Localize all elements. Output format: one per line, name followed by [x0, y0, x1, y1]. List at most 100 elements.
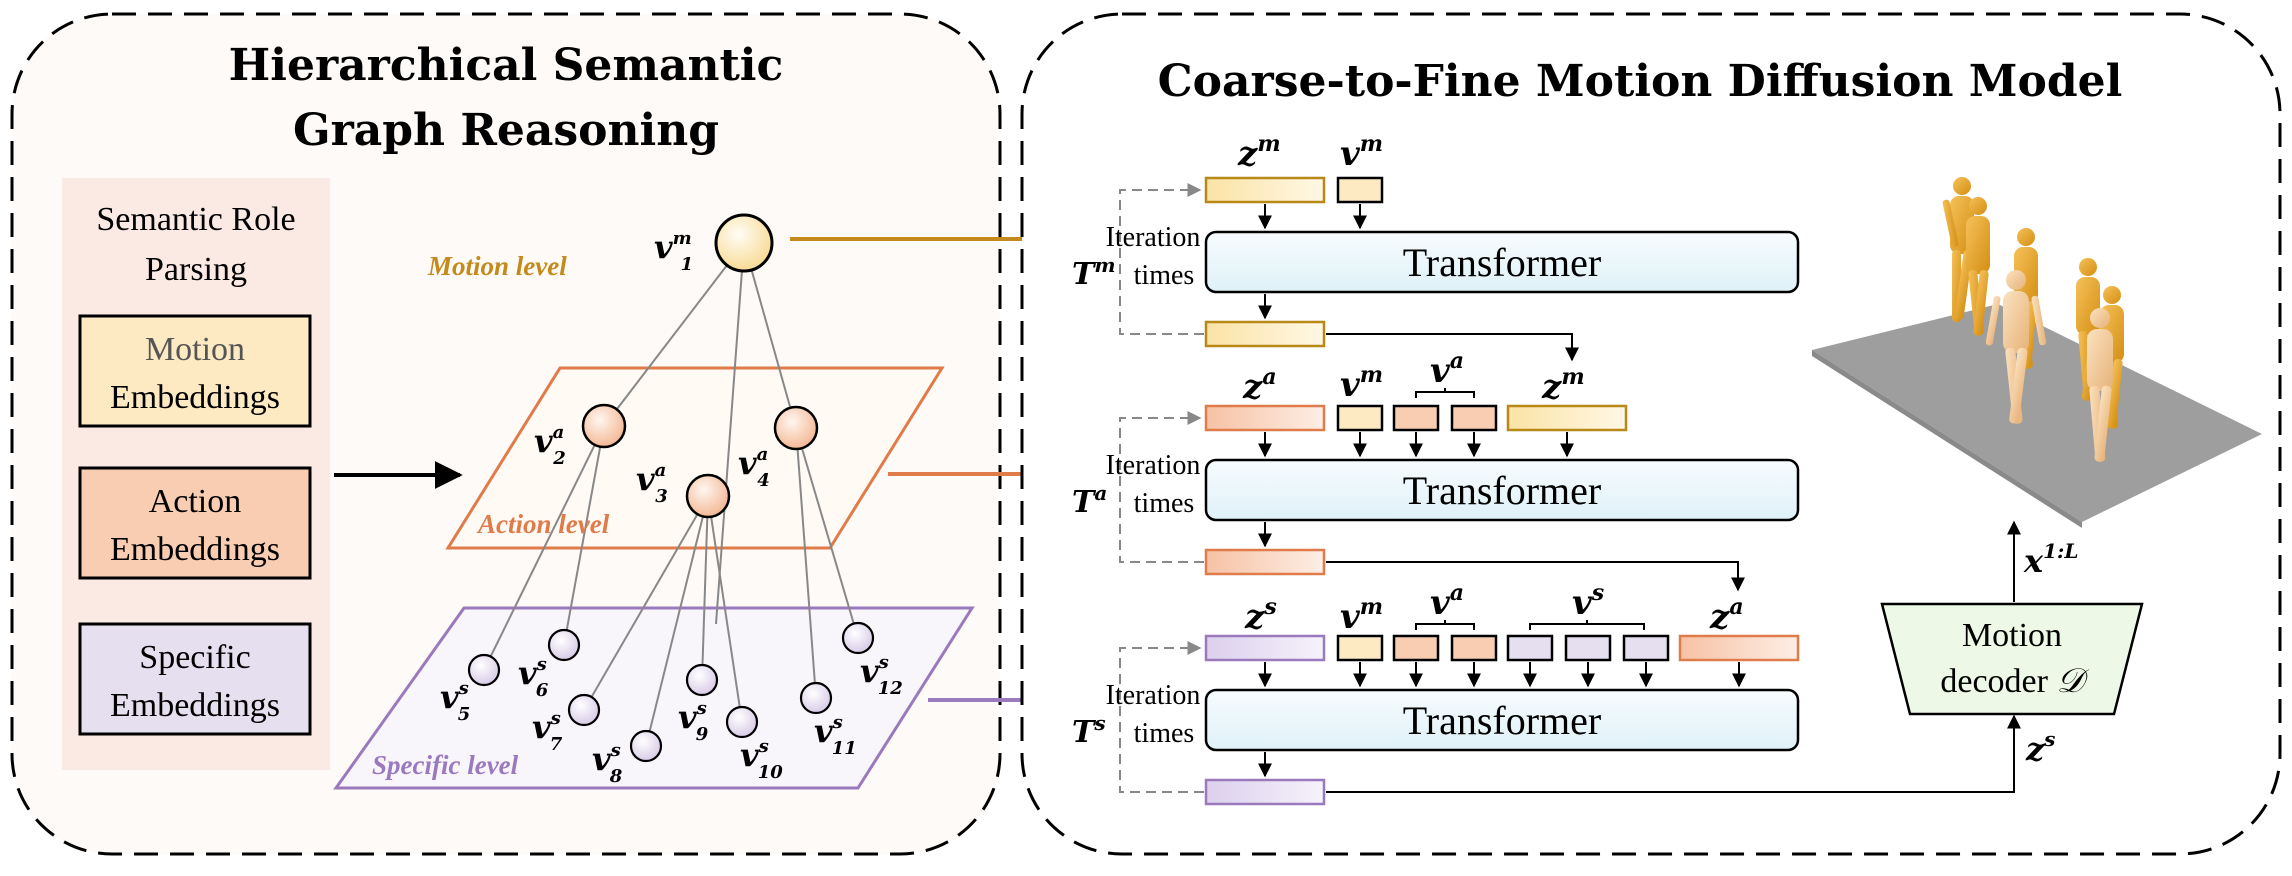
- node-v10-specific: [725, 705, 759, 739]
- z-s-token: [1204, 634, 1326, 662]
- motion-iteration-word: Iteration: [1106, 222, 1201, 253]
- motion-decoder: [1880, 602, 2144, 716]
- action-iteration-times: times: [1134, 488, 1195, 519]
- node-v1-motion: [714, 213, 774, 273]
- action-embeddings-box: Action Embeddings: [78, 466, 312, 580]
- z-a-token-3: [1678, 634, 1800, 662]
- motion-level-label: Motion level: [427, 251, 567, 281]
- z-a-to-stage3-arrow: [1326, 561, 1745, 592]
- z-s-output-token: [1204, 778, 1326, 806]
- action-iteration-loop: [1119, 411, 1204, 563]
- transformer-action: [1204, 458, 1800, 522]
- graph-edges: [483, 242, 859, 747]
- v-s-brace-3: [1529, 620, 1645, 630]
- motion-decoder-line1: Motion: [1962, 617, 2062, 654]
- node-v12-specific: [841, 621, 875, 655]
- action-embeddings-line1: Action: [149, 483, 242, 520]
- v-a-token-3a: [1392, 634, 1440, 662]
- z-m-output-token: [1204, 320, 1326, 348]
- z-s-to-decoder-arrow: [1326, 714, 2021, 793]
- motion-embeddings-box: Motion Embeddings: [78, 314, 312, 428]
- parsing-title-line2: Parsing: [145, 251, 247, 288]
- motion-iteration-times: times: [1134, 260, 1195, 291]
- v-s-token-3c: [1622, 634, 1670, 662]
- decoder-input-label: zs: [2025, 727, 2055, 768]
- v-m-token-3: [1336, 634, 1384, 662]
- z-m-to-stage2-arrow: [1326, 333, 1579, 362]
- right-panel-title: Coarse-to-Fine Motion Diffusion Model: [1158, 56, 2123, 107]
- z-a-output-token: [1204, 548, 1326, 576]
- motion-iteration-loop: [1119, 183, 1204, 335]
- walking-figure-gold-1: [1942, 177, 1974, 322]
- stage-action: za vm va zm Transformer Iteration Ta tim…: [1072, 348, 1800, 592]
- v-a-token-2b: [1450, 404, 1498, 432]
- motion-iteration-T: Tm: [1072, 253, 1116, 292]
- motion-embeddings-line1: Motion: [145, 331, 245, 368]
- stage-motion: zm vm Transformer Iteration Tm times: [1072, 131, 1800, 362]
- motion-decoder-line2: decoder 𝒟: [1940, 663, 2089, 700]
- transformer-motion-label: Transformer: [1403, 240, 1602, 285]
- z-a-label: za: [1242, 364, 1277, 407]
- v-m-label-3: vm: [1340, 594, 1383, 637]
- z-s-label: zs: [1244, 594, 1277, 637]
- motion-embeddings-line2: Embeddings: [110, 379, 280, 416]
- z-m-token-2: [1506, 404, 1628, 432]
- left-panel-title-line1: Hierarchical Semantic: [229, 40, 784, 91]
- specific-embeddings-line2: Embeddings: [110, 687, 280, 724]
- z-m-token: [1204, 176, 1326, 204]
- z-m-label-2: zm: [1541, 364, 1585, 407]
- specific-iteration-T: Ts: [1072, 711, 1106, 750]
- transformer-action-label: Transformer: [1403, 468, 1602, 513]
- node-v2-action: [581, 403, 627, 449]
- z-a-label-3: za: [1709, 594, 1744, 637]
- node-v5-specific: [467, 653, 501, 687]
- z-m-label: zm: [1237, 131, 1281, 174]
- v-m-label: vm: [1340, 131, 1383, 174]
- node-v11-specific: [799, 681, 833, 715]
- specific-embeddings-line1: Specific: [139, 639, 250, 676]
- specific-iteration-word: Iteration: [1106, 680, 1201, 711]
- node-v3-action: [685, 473, 731, 519]
- node-v8-specific: [629, 729, 663, 763]
- v-a-brace-2: [1415, 388, 1475, 398]
- v-a-brace-3: [1415, 620, 1475, 630]
- output-label: x1:L: [2023, 539, 2078, 580]
- specific-level-label: Specific level: [372, 750, 519, 780]
- walking-figure-peach-1: [1985, 270, 2047, 424]
- v-a-token-2a: [1392, 404, 1440, 432]
- stage-specific: zs vm va vs za Transformer Iteration Ts …: [1072, 580, 2021, 806]
- left-panel-title-line2: Graph Reasoning: [293, 105, 719, 156]
- v-s-label-3: vs: [1572, 580, 1604, 623]
- transformer-specific: [1204, 688, 1800, 752]
- v-a-label-3: va: [1430, 580, 1464, 623]
- walking-figure-gold-2: [1966, 197, 1990, 336]
- node-v9-specific: [685, 663, 719, 697]
- ground-plane: [1812, 304, 2262, 522]
- node-v4-action: [773, 405, 819, 451]
- motion-scene-illustration: [1812, 177, 2262, 528]
- v-m-label-2: vm: [1340, 362, 1383, 405]
- z-a-token: [1204, 404, 1326, 432]
- v-a-label-2: va: [1430, 348, 1464, 391]
- action-embeddings-line2: Embeddings: [110, 531, 280, 568]
- v-m-token-2: [1336, 404, 1384, 432]
- v-a-token-3b: [1450, 634, 1498, 662]
- action-level-label: Action level: [476, 509, 610, 539]
- v-s-token-3a: [1506, 634, 1554, 662]
- v-s-token-3b: [1564, 634, 1612, 662]
- node-v7-specific: [567, 693, 601, 727]
- parsing-title-line1: Semantic Role: [96, 201, 295, 238]
- node-v6-specific: [547, 628, 581, 662]
